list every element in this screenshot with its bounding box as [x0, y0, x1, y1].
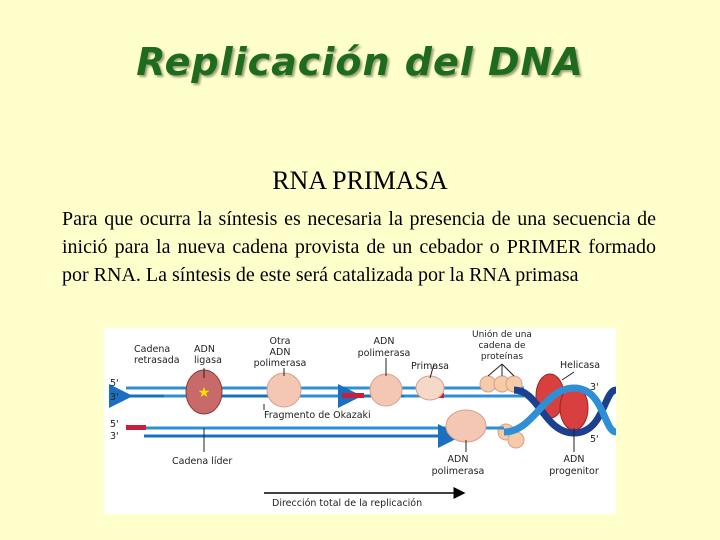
- body-paragraph: Para que ocurra la síntesis es necesaria…: [62, 208, 656, 286]
- label-5prime-top: 5': [110, 378, 119, 389]
- label-adn-ligasa-1: ADN: [194, 344, 215, 355]
- dna-polymerase-top: [369, 373, 403, 407]
- label-cadena-lider: Cadena líder: [172, 456, 232, 467]
- label-direccion: Dirección total de la replicación: [272, 498, 422, 509]
- primer-1: [342, 393, 364, 398]
- label-5prime-right: 5': [590, 434, 599, 445]
- label-5prime-mid: 5': [110, 419, 119, 430]
- label-adn-progenitor-2: progenitor: [549, 466, 599, 477]
- slide-subtitle: RNA PRIMASA: [272, 166, 448, 195]
- label-union-2: cadena de: [478, 341, 526, 351]
- label-adn-top: ADN: [374, 336, 395, 347]
- label-retrasada: retrasada: [134, 355, 180, 366]
- label-otra: Otra: [270, 336, 291, 347]
- label-otra-adn: ADN: [270, 347, 291, 358]
- label-cadena: Cadena: [134, 344, 170, 355]
- label-adn-progenitor-1: ADN: [564, 454, 585, 465]
- label-union-3: proteínas: [481, 352, 524, 362]
- slide-title: Replicación del DNA: [136, 40, 584, 84]
- other-dna-polymerase: [266, 372, 302, 408]
- label-okazaki: Fragmento de Okazaki: [264, 410, 371, 421]
- label-primasa: Primasa: [411, 361, 449, 372]
- ligase-star-icon: ★: [198, 386, 211, 401]
- label-3prime-mid: 3': [110, 431, 119, 442]
- label-otra-polimerasa: polimerasa: [254, 358, 307, 369]
- label-3prime-right: 3': [590, 382, 599, 393]
- label-3prime-top: 3': [110, 392, 119, 403]
- label-helicasa: Helicasa: [560, 360, 600, 371]
- dna-replication-diagram: ★ Cadena retrasada ADN ligasa Otra: [104, 328, 616, 514]
- label-polimerasa-bottom: polimerasa: [432, 466, 485, 477]
- dna-polymerase-bottom: [445, 409, 487, 443]
- label-union-1: Unión de una: [472, 329, 532, 340]
- label-adn-bottom: ADN: [448, 454, 469, 465]
- leading-primer: [126, 425, 146, 430]
- helix-strand-2: [503, 384, 616, 436]
- label-polimerasa-top: polimerasa: [358, 348, 411, 359]
- primase: [415, 375, 445, 401]
- label-adn-ligasa-2: ligasa: [194, 355, 222, 366]
